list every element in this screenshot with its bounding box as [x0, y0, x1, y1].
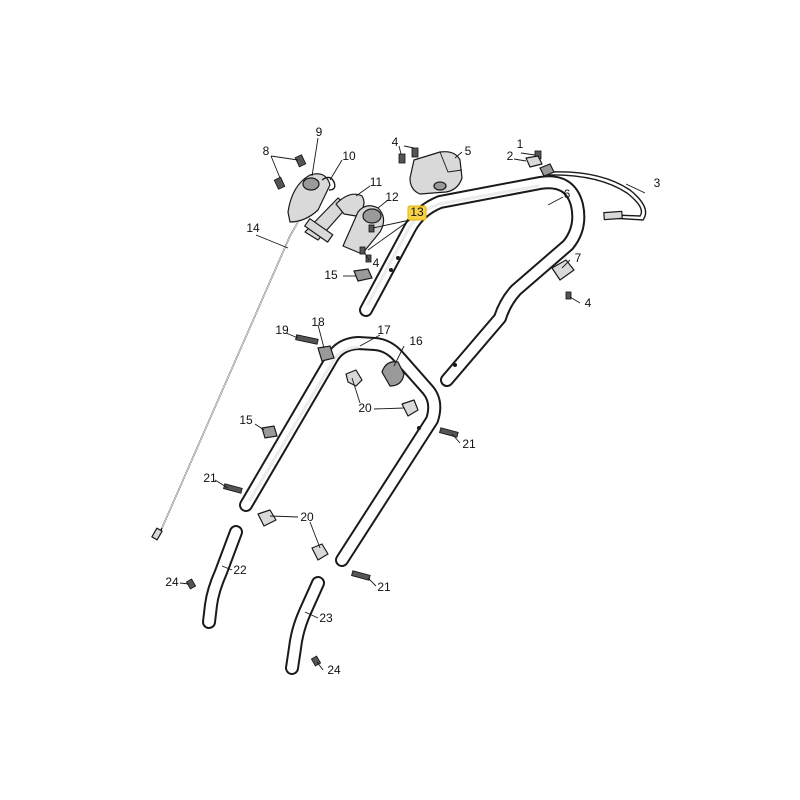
- callout-5[interactable]: 5: [465, 144, 472, 158]
- brake-cable[interactable]: [151, 221, 299, 541]
- callout-13[interactable]: 13: [410, 205, 424, 219]
- callout-24-left[interactable]: 24: [165, 575, 179, 589]
- callout-8[interactable]: 8: [263, 144, 270, 158]
- callout-21-bottom[interactable]: 21: [377, 580, 391, 594]
- brake-lever-assembly[interactable]: [287, 173, 365, 243]
- callout-23[interactable]: 23: [319, 611, 333, 625]
- leader-lines: [179, 137, 646, 671]
- callout-24-bottom[interactable]: 24: [327, 663, 341, 677]
- callout-4-right[interactable]: 4: [585, 296, 592, 310]
- callout-20-bottom[interactable]: 20: [300, 510, 314, 524]
- callout-10[interactable]: 10: [342, 149, 356, 163]
- callout-18[interactable]: 18: [311, 315, 325, 329]
- callout-labels: 1 2 3 4 4 4 5 6 7 8 9 10 11 12 13 14 15 …: [165, 125, 660, 677]
- callout-7[interactable]: 7: [575, 251, 582, 265]
- throttle-cable[interactable]: [539, 163, 647, 221]
- callout-9[interactable]: 9: [316, 125, 323, 139]
- handle-leg-right[interactable]: [285, 576, 325, 675]
- callout-6[interactable]: 6: [564, 187, 571, 201]
- callout-17[interactable]: 17: [377, 323, 391, 337]
- callout-22[interactable]: 22: [233, 563, 247, 577]
- callout-4-top[interactable]: 4: [392, 135, 399, 149]
- callout-21-right[interactable]: 21: [462, 437, 476, 451]
- callout-2[interactable]: 2: [507, 149, 514, 163]
- callout-20-top[interactable]: 20: [358, 401, 372, 415]
- small-parts: [185, 147, 575, 667]
- lower-handle[interactable]: [239, 336, 442, 567]
- callout-11[interactable]: 11: [370, 175, 383, 189]
- switch-housing[interactable]: [409, 151, 463, 195]
- callout-16[interactable]: 16: [409, 334, 423, 348]
- callout-15-lower[interactable]: 15: [239, 413, 253, 427]
- callout-14[interactable]: 14: [246, 221, 260, 235]
- callout-12[interactable]: 12: [385, 190, 399, 204]
- callout-19[interactable]: 19: [275, 323, 289, 337]
- handle-leg-left[interactable]: [202, 525, 243, 629]
- callout-4-mid[interactable]: 4: [373, 256, 380, 270]
- callout-13-highlight: [407, 205, 427, 221]
- callout-1[interactable]: 1: [517, 137, 524, 151]
- callout-3[interactable]: 3: [654, 176, 661, 190]
- callout-21-left[interactable]: 21: [203, 471, 217, 485]
- callout-15-upper[interactable]: 15: [324, 268, 338, 282]
